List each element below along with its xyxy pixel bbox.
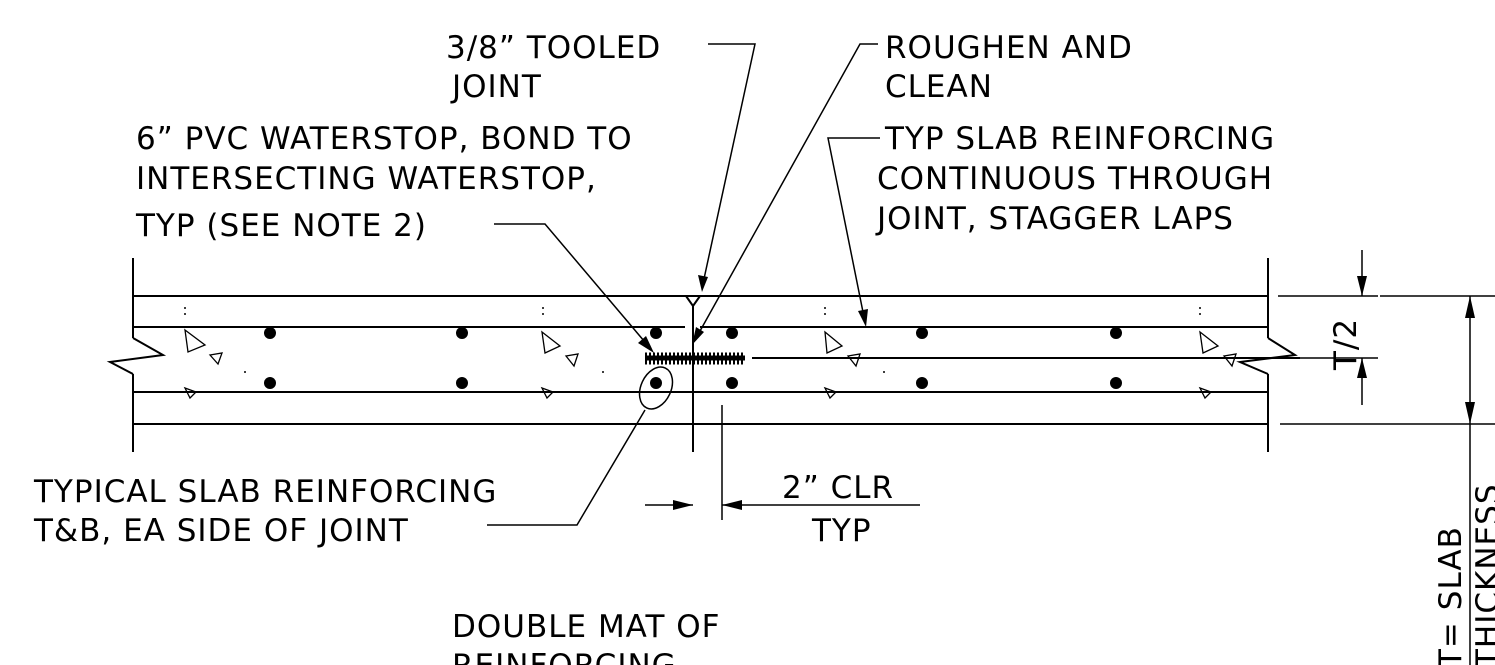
tooled-joint-label-line1: 3/8” TOOLED — [446, 30, 661, 66]
slab-thickness-label-line2: THICKNESS — [1470, 484, 1495, 665]
pvc-waterstop — [645, 352, 745, 365]
rebar-dots — [264, 327, 1122, 389]
slab-reinforcing-label-line1: TYP SLAB REINFORCING — [884, 121, 1275, 157]
clearance-label-line2: TYP — [811, 513, 872, 549]
slab-outline — [106, 258, 1298, 452]
clearance-label-line1: 2” CLR — [782, 470, 894, 506]
leader-lines — [487, 43, 880, 526]
slab-thickness-label-line1: T= SLAB — [1433, 526, 1469, 665]
rebar-highlight-ellipse — [638, 366, 674, 410]
slab-reinforcing-label-line2: CONTINUOUS THROUGH — [877, 161, 1273, 197]
slab-reinforcing-label-line3: JOINT, STAGGER LAPS — [875, 201, 1234, 237]
waterstop-label-line2: INTERSECTING WATERSTOP, — [136, 161, 597, 197]
double-mat-label-line2: REINFORCING — [452, 648, 677, 665]
dimensions — [645, 250, 1495, 665]
typical-reinforcing-label-line1: TYPICAL SLAB REINFORCING — [33, 474, 497, 510]
half-thickness-label: T/2 — [1328, 318, 1364, 371]
roughen-label-line1: ROUGHEN AND — [885, 30, 1133, 66]
roughen-label-line2: CLEAN — [885, 69, 993, 105]
concrete-aggregate — [183, 307, 1237, 400]
double-mat-label-line1: DOUBLE MAT OF — [452, 609, 721, 645]
construction-joint — [685, 295, 701, 452]
waterstop-label-line1: 6” PVC WATERSTOP, BOND TO — [136, 121, 633, 157]
typical-reinforcing-label-line2: T&B, EA SIDE OF JOINT — [33, 513, 409, 549]
tooled-joint-label-line2: JOINT — [450, 69, 542, 105]
waterstop-label-line3: TYP (SEE NOTE 2) — [135, 208, 427, 244]
